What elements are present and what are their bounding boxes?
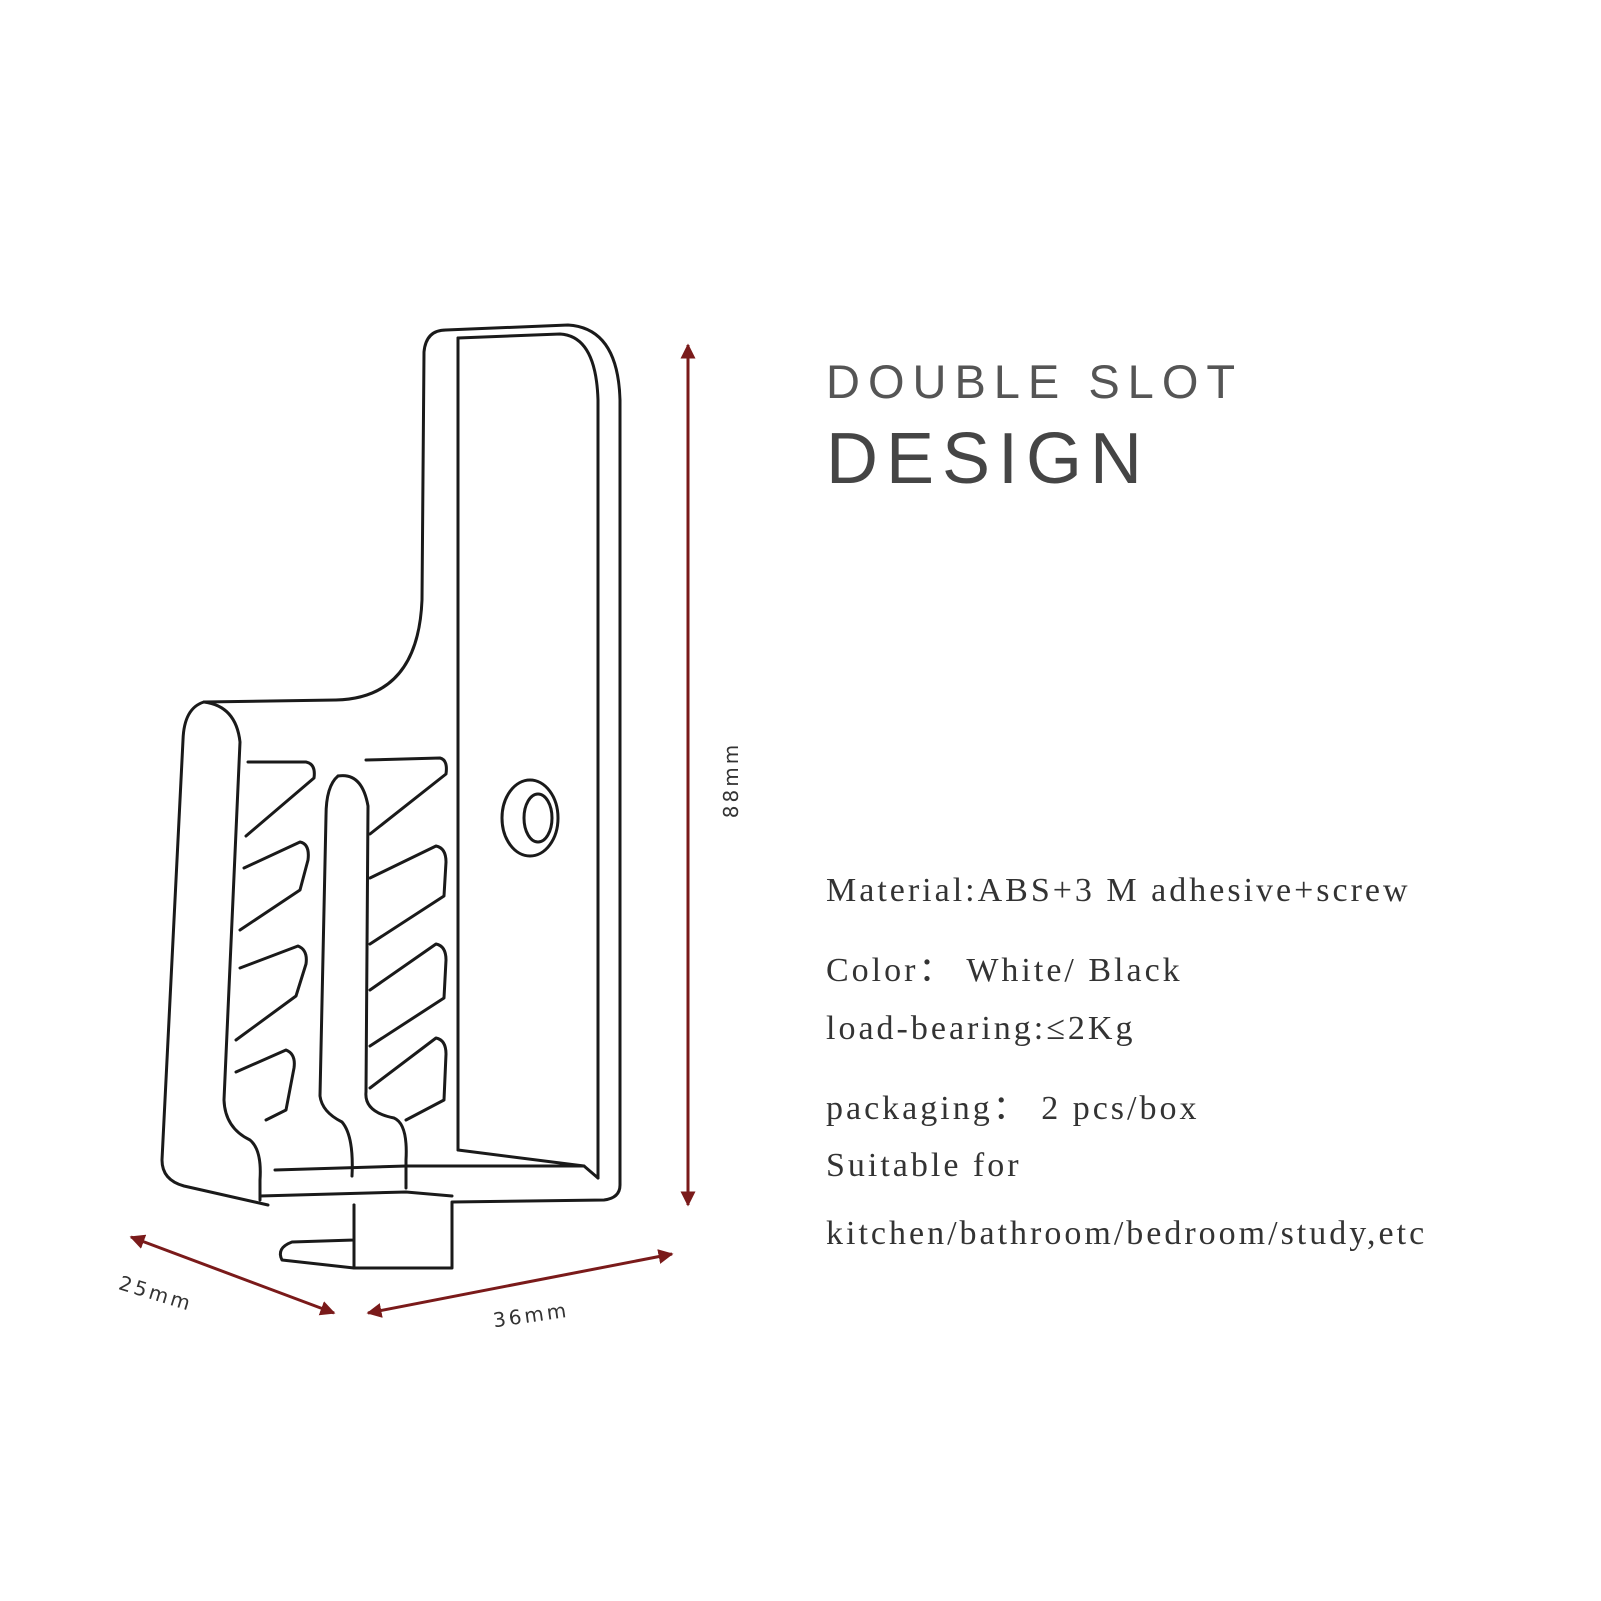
slot-left-4: [234, 1048, 296, 1122]
width-label: 36mm: [492, 1298, 571, 1332]
screw-hole-outer: [500, 778, 560, 858]
heading-line-1: DOUBLE SLOT: [826, 355, 1244, 408]
holder-outline: [160, 323, 622, 1270]
spec-rooms: kitchen/bathroom/bedroom/study,etc: [826, 1215, 1428, 1252]
front-wall: [160, 700, 270, 1207]
back-plate-inner: [202, 328, 448, 704]
back-plate: [352, 323, 622, 1270]
spec-color: Color： White/ Black: [826, 952, 1183, 989]
slot-right-4: [368, 1036, 448, 1122]
width-arrow: [366, 1249, 674, 1318]
back-plate-rim: [456, 332, 600, 1180]
depth-arrow: [129, 1234, 336, 1316]
floor-back: [456, 1148, 586, 1168]
slot-left-3: [234, 944, 308, 1042]
floor-inner: [273, 1164, 600, 1180]
slot-right-2: [368, 844, 448, 946]
slot-right-1: [364, 756, 448, 836]
height-label: 88mm: [719, 742, 743, 818]
depth-label: 25mm: [116, 1271, 196, 1316]
floor: [258, 1190, 454, 1198]
slot-left-1: [244, 760, 316, 838]
bottom-clip: [278, 1203, 356, 1270]
middle-divider: [336, 774, 408, 1190]
spec-suitable-for: Suitable for: [826, 1147, 1022, 1184]
screw-hole-inner: [522, 792, 554, 844]
slot-left-2: [238, 840, 310, 932]
middle-divider-left: [318, 774, 354, 1178]
spec-load-bearing: load-bearing:≤2Kg: [826, 1010, 1136, 1047]
front-wall-inner: [202, 700, 262, 1202]
heading-line-2: DESIGN: [826, 419, 1151, 499]
spec-packaging: packaging： 2 pcs/box: [826, 1090, 1200, 1127]
slot-right-3: [368, 942, 448, 1048]
spec-material: Material:ABS+3 M adhesive+screw: [826, 872, 1411, 909]
